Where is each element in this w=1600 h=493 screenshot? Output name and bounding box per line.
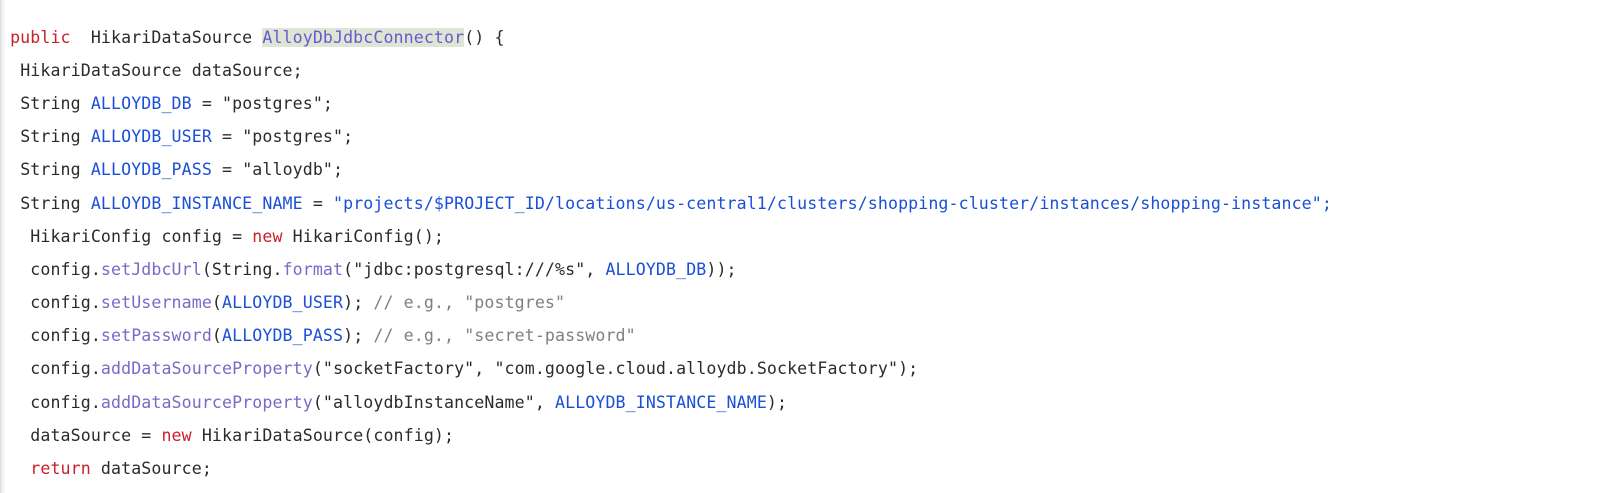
code-token-plain: , bbox=[474, 359, 495, 379]
code-token-plain: dataSource = bbox=[30, 425, 162, 445]
code-token-ident: ALLOYDB_DB bbox=[90, 93, 192, 113]
code-token-method: setJdbcUrl bbox=[100, 259, 202, 279]
code-token-method: format bbox=[282, 259, 344, 279]
code-token-type: HikariDataSource bbox=[90, 27, 263, 47]
code-token-plain: ( bbox=[211, 293, 223, 313]
code-indent bbox=[0, 160, 20, 179]
code-line: config.addDataSourceProperty("socketFact… bbox=[0, 352, 1332, 385]
code-token-plain: = bbox=[211, 160, 243, 180]
code-token-plain: config. bbox=[30, 392, 101, 412]
code-token-kw: new bbox=[252, 226, 283, 246]
code-indent bbox=[0, 426, 30, 445]
code-line: HikariDataSource dataSource; bbox=[0, 54, 1332, 87]
code-token-type: HikariDataSource dataSource; bbox=[20, 60, 303, 80]
code-token-comment: // e.g., "postgres" bbox=[373, 293, 566, 313]
code-line: public HikariDataSource AlloyDbJdbcConne… bbox=[0, 21, 1332, 54]
code-token-type: String bbox=[20, 160, 91, 180]
code-indent bbox=[0, 393, 30, 412]
code-line: config.addDataSourceProperty("alloydbIns… bbox=[0, 386, 1332, 419]
code-token-str: "com.google.cloud.alloydb.SocketFactory" bbox=[494, 359, 899, 379]
code-token-plain: ); bbox=[343, 293, 374, 313]
code-token-type: String bbox=[20, 193, 91, 213]
code-token-kw: public bbox=[10, 27, 71, 47]
code-token-type: String bbox=[20, 127, 91, 147]
code-token-str: "alloydbInstanceName" bbox=[322, 392, 535, 412]
code-token-ident: ALLOYDB_USER bbox=[222, 293, 344, 313]
code-token-plain bbox=[71, 28, 91, 47]
code-token-str: "postgres"; bbox=[242, 127, 354, 147]
code-indent bbox=[0, 61, 20, 80]
code-indent bbox=[0, 94, 20, 113]
code-token-plain: config. bbox=[30, 359, 101, 379]
code-token-ident: ALLOYDB_PASS bbox=[222, 326, 344, 346]
code-token-plain: = bbox=[211, 127, 243, 147]
code-indent bbox=[0, 28, 10, 47]
code-line: HikariConfig config = new HikariConfig()… bbox=[0, 220, 1332, 253]
code-token-plain: = bbox=[191, 93, 223, 113]
code-token-method: addDataSourceProperty bbox=[100, 392, 313, 412]
code-token-plain: (String. bbox=[201, 259, 283, 279]
code-token-plain: , bbox=[534, 392, 556, 412]
code-token-plain: config. bbox=[30, 326, 101, 346]
code-token-ident: ALLOYDB_PASS bbox=[90, 160, 212, 180]
code-token-plain: , bbox=[585, 259, 606, 279]
code-token-method: addDataSourceProperty bbox=[100, 359, 313, 379]
code-line: } bbox=[0, 485, 1332, 493]
code-token-type: HikariConfig(); bbox=[282, 226, 445, 246]
code-line: return dataSource; bbox=[0, 452, 1332, 485]
code-token-method: setPassword bbox=[100, 326, 212, 346]
code-line: config.setPassword(ALLOYDB_PASS); // e.g… bbox=[0, 319, 1332, 352]
code-token-plain: = bbox=[302, 193, 334, 213]
code-token-plain: ( bbox=[343, 259, 354, 279]
code-token-plain: ); bbox=[343, 326, 374, 346]
code-token-ident: ALLOYDB_DB bbox=[605, 259, 707, 279]
code-token-ident: ALLOYDB_INSTANCE_NAME bbox=[555, 392, 767, 412]
code-token-kw: return bbox=[30, 459, 91, 479]
code-token-plain: config. bbox=[30, 259, 101, 279]
code-token-str-blue: "projects/$PROJECT_ID/locations/us-centr… bbox=[333, 193, 1332, 213]
code-token-ident: ALLOYDB_INSTANCE_NAME bbox=[90, 193, 303, 213]
code-token-str: "socketFactory" bbox=[322, 359, 475, 379]
code-token-str: "alloydb"; bbox=[242, 160, 344, 180]
code-line: dataSource = new HikariDataSource(config… bbox=[0, 419, 1332, 452]
code-token-plain: () { bbox=[464, 27, 505, 47]
code-line: config.setUsername(ALLOYDB_USER); // e.g… bbox=[0, 286, 1332, 319]
code-token-plain: ( bbox=[211, 326, 223, 346]
code-token-kw: new bbox=[161, 425, 192, 445]
code-indent bbox=[0, 326, 30, 345]
code-token-plain: ( bbox=[312, 359, 323, 379]
code-block[interactable]: public HikariDataSource AlloyDbJdbcConne… bbox=[0, 17, 1332, 493]
code-token-plain: ); bbox=[898, 359, 919, 379]
code-indent bbox=[0, 260, 30, 279]
code-token-comment: // e.g., "secret-password" bbox=[373, 326, 636, 346]
code-token-ident: ALLOYDB_USER bbox=[90, 127, 212, 147]
code-token-plain: ); bbox=[766, 392, 788, 412]
code-line: String ALLOYDB_USER = "postgres"; bbox=[0, 120, 1332, 153]
code-token-plain: ( bbox=[312, 392, 323, 412]
code-indent bbox=[0, 359, 30, 378]
code-token-plain: )); bbox=[706, 259, 737, 279]
code-token-method: setUsername bbox=[100, 293, 212, 313]
code-token-type: String bbox=[20, 93, 91, 113]
code-token-type: HikariDataSource(config); bbox=[191, 425, 455, 445]
code-line: config.setJdbcUrl(String.format("jdbc:po… bbox=[0, 253, 1332, 286]
code-indent bbox=[0, 459, 30, 478]
code-token-str: "postgres"; bbox=[222, 93, 334, 113]
code-line: String ALLOYDB_INSTANCE_NAME = "projects… bbox=[0, 187, 1332, 220]
code-indent bbox=[0, 293, 30, 312]
code-token-type: HikariConfig config = bbox=[30, 226, 253, 246]
code-line: String ALLOYDB_DB = "postgres"; bbox=[0, 87, 1332, 120]
code-indent bbox=[0, 194, 20, 213]
code-token-type: dataSource; bbox=[90, 459, 212, 479]
code-indent bbox=[0, 227, 30, 246]
code-line: String ALLOYDB_PASS = "alloydb"; bbox=[0, 153, 1332, 186]
code-token-plain: config. bbox=[30, 293, 101, 313]
code-token-ctor[interactable]: AlloyDbJdbcConnector bbox=[262, 27, 465, 47]
code-indent bbox=[0, 127, 20, 146]
code-token-str: "jdbc:postgresql:///%s" bbox=[353, 259, 586, 279]
